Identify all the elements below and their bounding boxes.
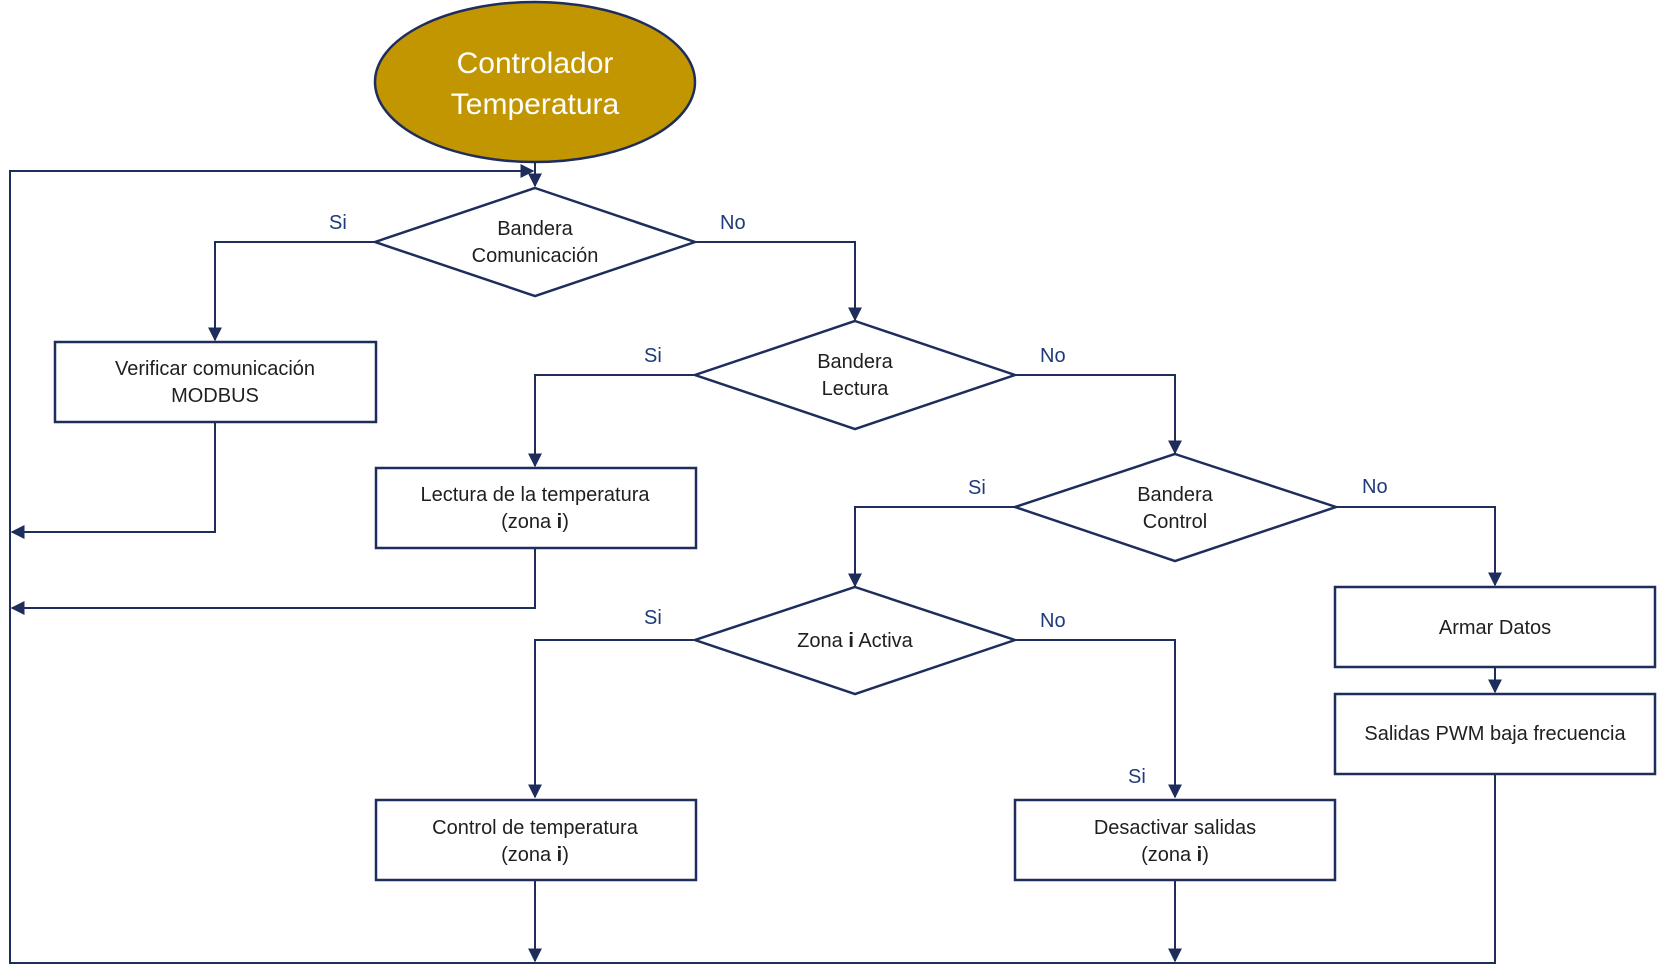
process-lectura-temp-line1: Lectura de la temperatura (420, 484, 650, 506)
process-desactivar-line1: Desactivar salidas (1094, 817, 1256, 839)
process-verificar: Verificar comunicación MODBUS (53, 340, 378, 424)
decision-comunicacion-line2: Comunicación (472, 245, 599, 267)
process-desactivar-salidas: Desactivar salidas (zona i) (1013, 798, 1337, 882)
decision-lectura: Bandera Lectura (691, 319, 1019, 431)
decision-zona-activa: Zona i Activa (691, 585, 1019, 696)
decision-control: Bandera Control (1011, 452, 1340, 563)
process-box (1333, 692, 1657, 776)
process-box (1333, 585, 1657, 669)
connector-lectura-no (1015, 374, 1182, 455)
decision-zona-label: Zona i Activa (797, 630, 914, 652)
connector-verificar-return (10, 421, 216, 539)
process-control-temp-post: ) (562, 844, 569, 866)
connector-comunicacion-no (695, 241, 862, 322)
process-lectura-temp-pre: (zona (501, 511, 557, 533)
process-box (374, 466, 698, 550)
process-armar-datos: Armar Datos (1333, 585, 1657, 669)
connector-zona-si (528, 639, 695, 799)
process-verificar-line1: Verificar comunicación (115, 358, 315, 380)
branch-label-si: Si (1128, 766, 1146, 788)
start-title-line1: Controlador (457, 47, 614, 80)
process-control-temp-pre: (zona (501, 844, 557, 866)
process-armar-label: Armar Datos (1439, 617, 1551, 639)
branch-label-no: No (1040, 610, 1066, 632)
process-lectura-temp-bold: i (557, 511, 563, 533)
branch-label-si: Si (644, 607, 662, 629)
process-box (374, 798, 698, 882)
decision-diamond (371, 186, 699, 298)
branch-label-no: No (1040, 345, 1066, 367)
decision-comunicacion: Bandera Comunicación (371, 186, 699, 298)
start-ellipse (373, 0, 697, 164)
process-control-temp-line2: (zona i) (501, 844, 569, 866)
connector-control-si (848, 506, 1015, 588)
connector-zona-no (1015, 639, 1182, 799)
process-box (53, 340, 378, 424)
process-desactivar-post: ) (1202, 844, 1209, 866)
decision-control-line1: Bandera (1137, 484, 1213, 506)
branch-label-no: No (1362, 476, 1388, 498)
process-lectura-temperatura: Lectura de la temperatura (zona i) (374, 466, 698, 550)
decision-diamond (1011, 452, 1340, 563)
process-pwm-label: Salidas PWM baja frecuencia (1364, 723, 1626, 745)
branch-label-no: No (720, 212, 746, 234)
branch-label-si: Si (968, 477, 986, 499)
process-desactivar-bold: i (1197, 844, 1203, 866)
process-control-temperatura: Control de temperatura (zona i) (374, 798, 698, 882)
process-box (1013, 798, 1337, 882)
connector-lectura-si (528, 374, 695, 468)
branch-label-si: Si (644, 345, 662, 367)
process-lectura-temp-post: ) (562, 511, 569, 533)
start-title-line2: Temperatura (451, 88, 620, 121)
connector-lectura-temp-return (10, 547, 536, 615)
process-desactivar-pre: (zona (1141, 844, 1197, 866)
decision-lectura-line2: Lectura (822, 378, 890, 400)
connector-feedback-loop (9, 164, 1496, 964)
decision-lectura-line1: Bandera (817, 351, 893, 373)
process-desactivar-line2: (zona i) (1141, 844, 1209, 866)
decision-diamond (691, 319, 1019, 431)
process-verificar-line2: MODBUS (171, 385, 259, 407)
decision-comunicacion-line1: Bandera (497, 218, 573, 240)
decision-zona-pre: Zona (797, 630, 848, 652)
start-node: Controlador Temperatura (373, 0, 697, 164)
decision-control-line2: Control (1143, 511, 1207, 533)
decision-zona-bold: i (848, 630, 854, 652)
decision-zona-post: Activa (854, 630, 914, 652)
branch-label-si: Si (329, 212, 347, 234)
connector-control-no (1336, 506, 1502, 587)
process-salidas-pwm: Salidas PWM baja frecuencia (1333, 692, 1657, 776)
process-lectura-temp-line2: (zona i) (501, 511, 569, 533)
process-control-temp-bold: i (557, 844, 563, 866)
connector-comunicacion-si (208, 241, 375, 342)
process-control-temp-line1: Control de temperatura (432, 817, 639, 839)
decision-diamond (691, 585, 1019, 696)
